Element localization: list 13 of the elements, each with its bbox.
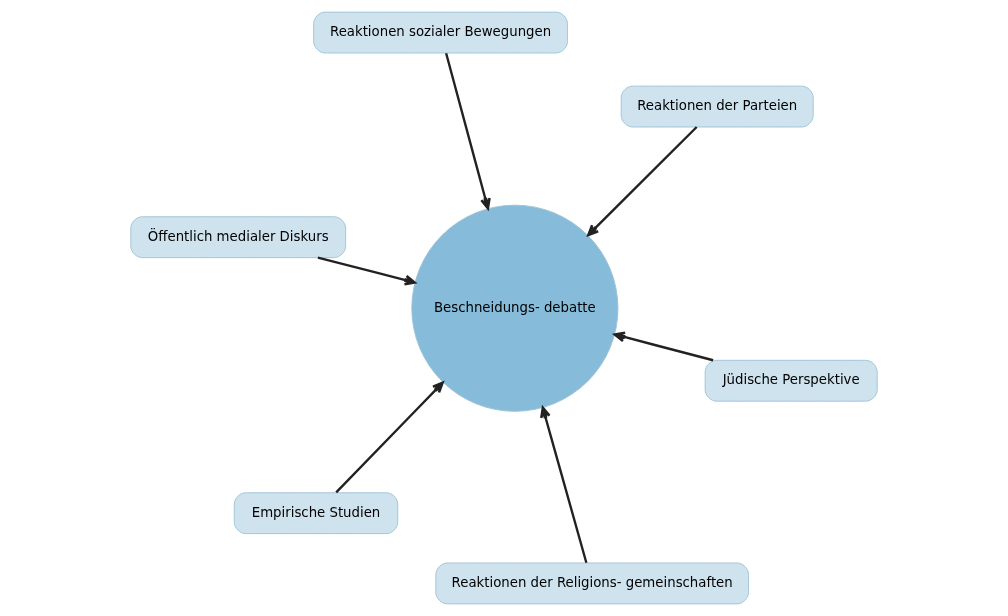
arrow [613,331,714,362]
arrow [335,381,444,494]
arrow [445,52,491,210]
node-box: Reaktionen der Religions- gemeinschaften [435,562,749,605]
node-box: Reaktionen der Parteien [620,85,814,128]
arrow [587,126,698,237]
node-circle: Beschneidungs- debatte [411,204,619,412]
arrow [540,406,588,564]
node-box: Öffentlich medialer Diskurs [130,216,347,259]
node-box: Empirische Studien [233,492,399,535]
node-box: Reaktionen sozialer Bewegungen [313,11,568,54]
node-box: Jüdische Perspektive [704,359,878,402]
arrow [317,256,417,286]
